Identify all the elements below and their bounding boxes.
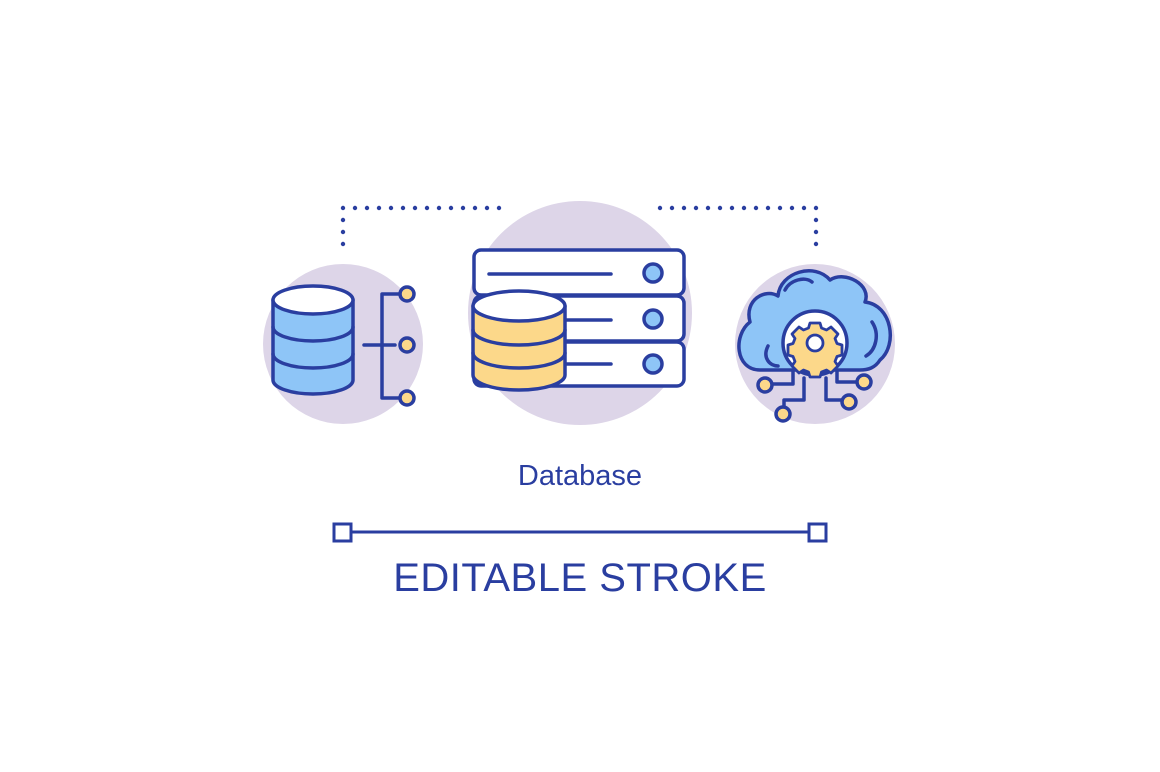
dotted-connector-left bbox=[340, 205, 502, 247]
server-database-icon bbox=[471, 248, 686, 392]
cloud-gear-icon bbox=[737, 269, 893, 423]
dotted-connector-right bbox=[657, 205, 819, 247]
database-network-icon bbox=[271, 284, 416, 407]
editable-stroke-line bbox=[332, 522, 828, 543]
illustration-title: Database bbox=[517, 460, 643, 492]
editable-stroke-label: EDITABLE STROKE bbox=[393, 556, 767, 600]
